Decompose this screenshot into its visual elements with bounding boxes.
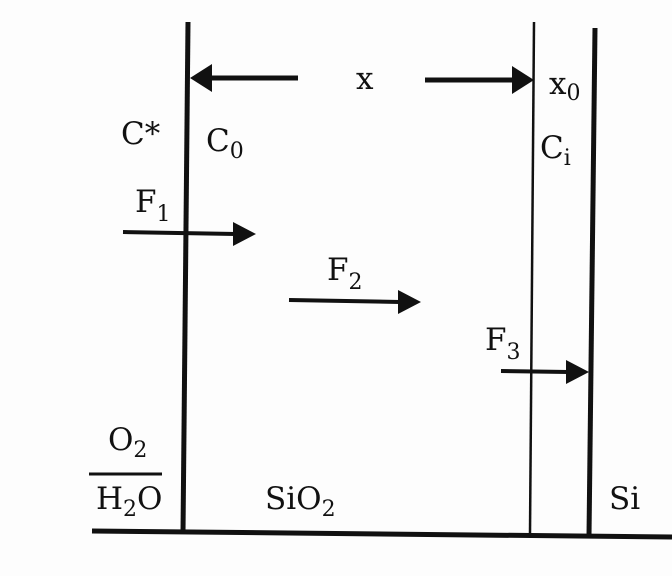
si-label: Si <box>609 481 640 517</box>
gas-oxide-interface-line <box>180 21 191 534</box>
o2-label: O2 <box>108 422 147 463</box>
ci-label: Ci <box>540 130 571 171</box>
c0-label: C0 <box>206 123 244 164</box>
f1-arrow <box>122 222 256 246</box>
x-label: x <box>356 61 374 97</box>
f3-label: F3 <box>485 322 521 365</box>
f1-label: F1 <box>135 184 171 227</box>
h2o-label: H2O <box>96 481 162 522</box>
f3-arrow <box>500 360 589 384</box>
f2-label: F2 <box>327 252 363 295</box>
c-star-label: C* <box>121 116 160 152</box>
sio2-label: SiO2 <box>265 481 336 522</box>
si-surface-line <box>586 27 598 537</box>
x-dimension-arrow <box>190 64 534 94</box>
oxide-si-interface-line <box>528 21 536 534</box>
x0-label: x0 <box>549 66 580 106</box>
baseline <box>91 528 672 540</box>
f2-arrow <box>288 290 421 314</box>
